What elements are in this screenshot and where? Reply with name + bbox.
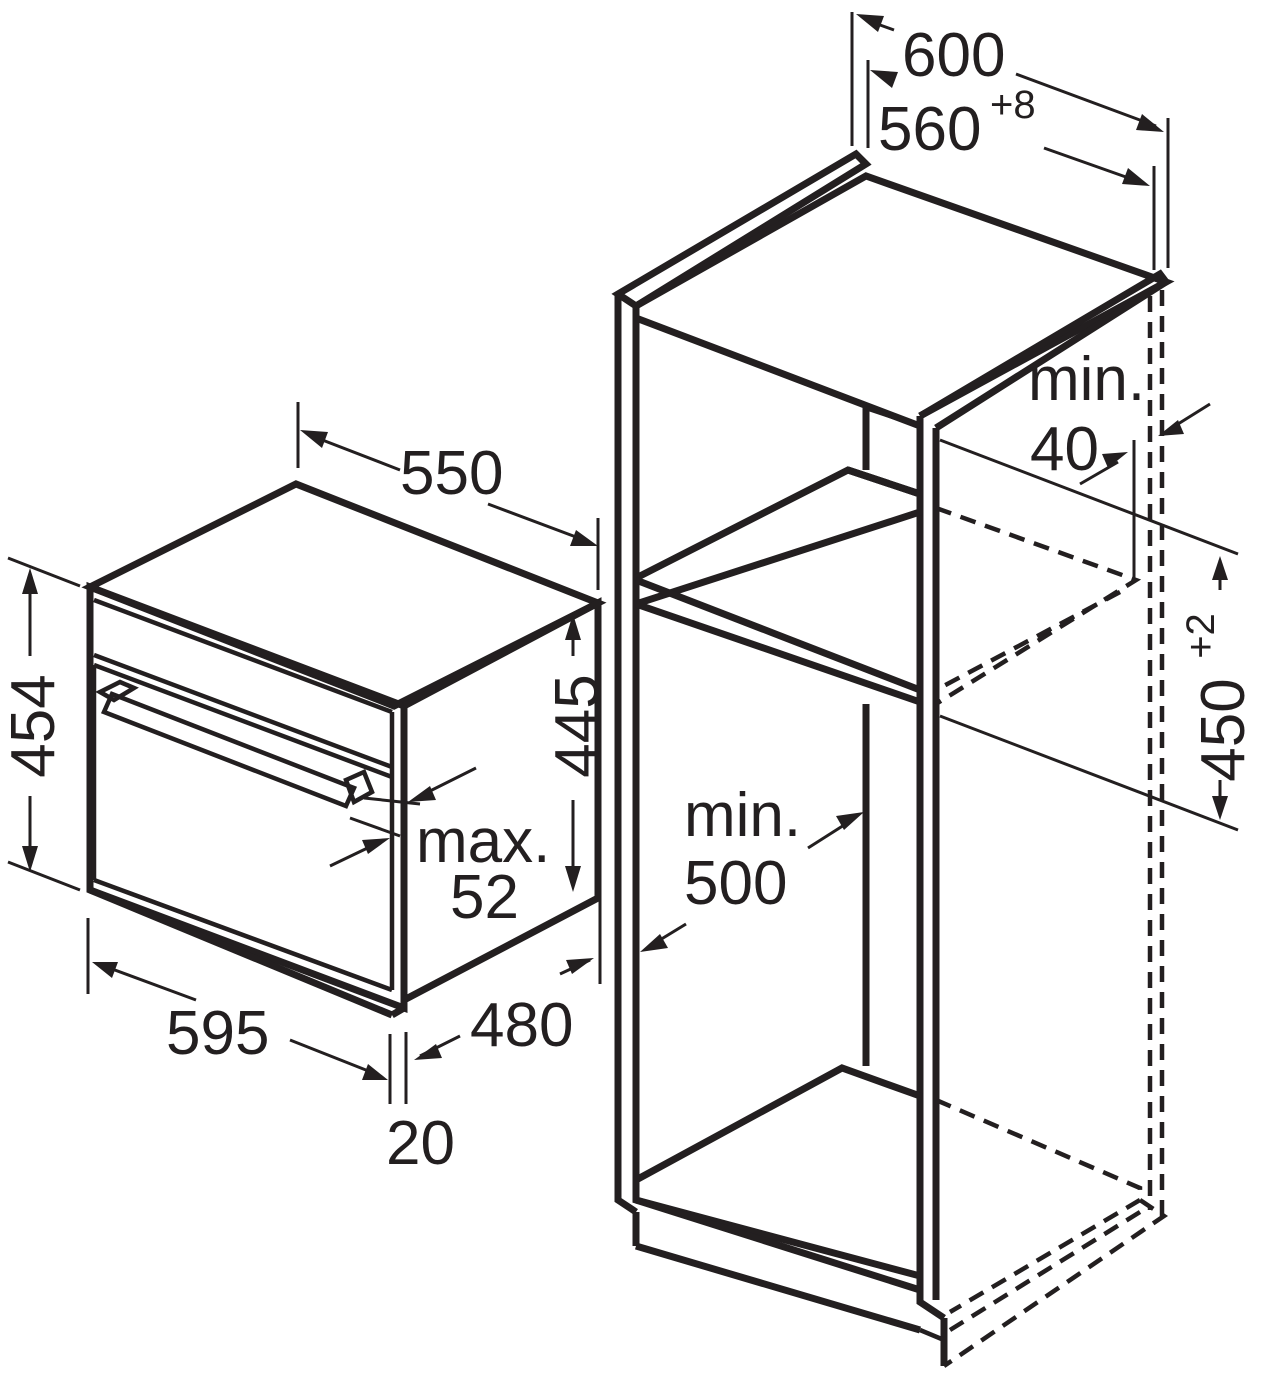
- dim-450-label: 450: [1189, 678, 1258, 781]
- dim-40-arrow-a: [1102, 452, 1128, 468]
- oven-front-frame: [86, 581, 408, 1014]
- cabinet-dimensions: 600 560 +8 min. 40 450 +2 min. 500: [640, 12, 1258, 952]
- dim-480-arrow-left: [414, 1044, 442, 1060]
- cabinet-shelf-hidden: [934, 505, 1142, 706]
- dim-560-tolerance: +8: [990, 83, 1036, 127]
- cabinet-shelf: [632, 466, 924, 609]
- dim-560-arrow-left: [870, 70, 898, 88]
- dim-500-value: 500: [684, 849, 787, 918]
- dim-40-line-b: [1177, 402, 1211, 426]
- cabinet-drawing: [611, 149, 1175, 1368]
- dim-550-label: 550: [400, 439, 503, 508]
- dim-454-arrow-bottom: [22, 846, 38, 872]
- cabinet-plinth-front: [635, 1242, 921, 1334]
- handle-bar: [100, 691, 358, 809]
- cabinet-shelf-front: [634, 600, 922, 706]
- dim-595-line-b: [289, 1038, 377, 1076]
- dim-52-prefix: max.: [416, 807, 550, 876]
- cabinet-floor: [632, 1064, 924, 1281]
- oven-fascia-line: [93, 597, 393, 715]
- cabinet-shelf-back-edge: [846, 466, 922, 498]
- dim-454-ext-bottom: [7, 860, 81, 892]
- cabinet-floor-hidden-3: [948, 1210, 1142, 1332]
- oven-bottom-front: [390, 1004, 406, 1019]
- dim-600-label: 600: [902, 21, 1005, 90]
- dim-480-label: 480: [470, 991, 573, 1060]
- dim-52-value: 52: [450, 863, 519, 932]
- handle-right-mount: [343, 768, 375, 806]
- dim-550-line-b: [487, 502, 585, 542]
- oven-control-panel-line: [93, 652, 393, 770]
- cabinet-floor-hidden-2: [942, 1198, 1169, 1368]
- cabinet-floor-front: [634, 1196, 922, 1294]
- dim-595-label: 595: [166, 999, 269, 1068]
- oven-handle: [95, 679, 375, 809]
- dim-600-arrow-right: [1136, 114, 1164, 132]
- dim-595-arrow-left: [92, 962, 118, 978]
- dim-500-arrow-b: [640, 934, 668, 952]
- cabinet-floor-hidden: [935, 1097, 1143, 1314]
- dim-600-line-b: [1015, 72, 1157, 128]
- cabinet-left-post: [614, 294, 638, 1215]
- dim-450-ext-top: [939, 438, 1239, 556]
- dim-595-line-a: [103, 964, 197, 1002]
- dim-450-arrow-top: [1212, 556, 1228, 580]
- dim-454-label: 454: [0, 674, 68, 777]
- dim-480-arrow-right: [566, 958, 594, 974]
- dim-550-arrow-left: [300, 430, 328, 448]
- cabinet-right-top-edge: [918, 269, 1172, 431]
- oven-side-face: [402, 597, 602, 1004]
- dim-52-ext-b: [349, 816, 401, 838]
- dim-445-label: 445: [543, 674, 612, 777]
- dim-550-line-a: [311, 434, 401, 472]
- dim-600-arrow-left: [856, 14, 884, 32]
- cabinet-plinth-bottom: [919, 1327, 945, 1343]
- dim-445-arrow-bottom: [565, 866, 581, 892]
- dim-560-line-b: [1043, 146, 1141, 184]
- oven-bottom-edge: [88, 886, 394, 1019]
- oven-drawing: [81, 480, 607, 1019]
- dim-20-label: 20: [386, 1109, 455, 1178]
- dim-52-arrow-b: [362, 838, 390, 854]
- dim-560-label: 560: [878, 95, 981, 164]
- dim-40-value: 40: [1030, 415, 1099, 484]
- dim-450-tolerance: +2: [1179, 613, 1223, 659]
- cabinet-top-panel: [611, 149, 872, 311]
- dim-454-ext-top: [7, 556, 81, 588]
- oven-door-top-line: [93, 662, 393, 780]
- cabinet-shelf-top-front: [634, 576, 922, 694]
- oven-dimensions: 550 454 445 max. 52 595: [0, 402, 612, 1178]
- dim-450-arrow-bottom: [1212, 796, 1228, 820]
- dim-52-ext-a: [363, 796, 421, 806]
- cabinet-shelf-hidden-2: [934, 590, 1122, 692]
- dim-450-ext-bottom: [939, 714, 1239, 832]
- dim-454-arrow-top: [22, 568, 38, 594]
- dim-560-arrow-right: [1122, 168, 1150, 186]
- cabinet-right-post: [916, 416, 946, 1321]
- dim-500-prefix: min.: [684, 781, 801, 850]
- dim-52-arrow-a: [408, 786, 436, 802]
- cabinet-back-left-edge-3: [865, 405, 921, 429]
- dim-40-line-a: [1079, 460, 1119, 486]
- dim-40-arrow-b: [1158, 420, 1184, 436]
- dim-40-prefix: min.: [1028, 345, 1145, 414]
- dim-550-arrow-right: [570, 530, 598, 546]
- dim-595-arrow-right: [362, 1064, 388, 1080]
- dim-500-arrow-a: [836, 812, 864, 830]
- cabinet-top-surface: [634, 172, 1175, 420]
- dim-445-arrow-top: [565, 614, 581, 640]
- oven-door-bottom-line: [93, 877, 393, 993]
